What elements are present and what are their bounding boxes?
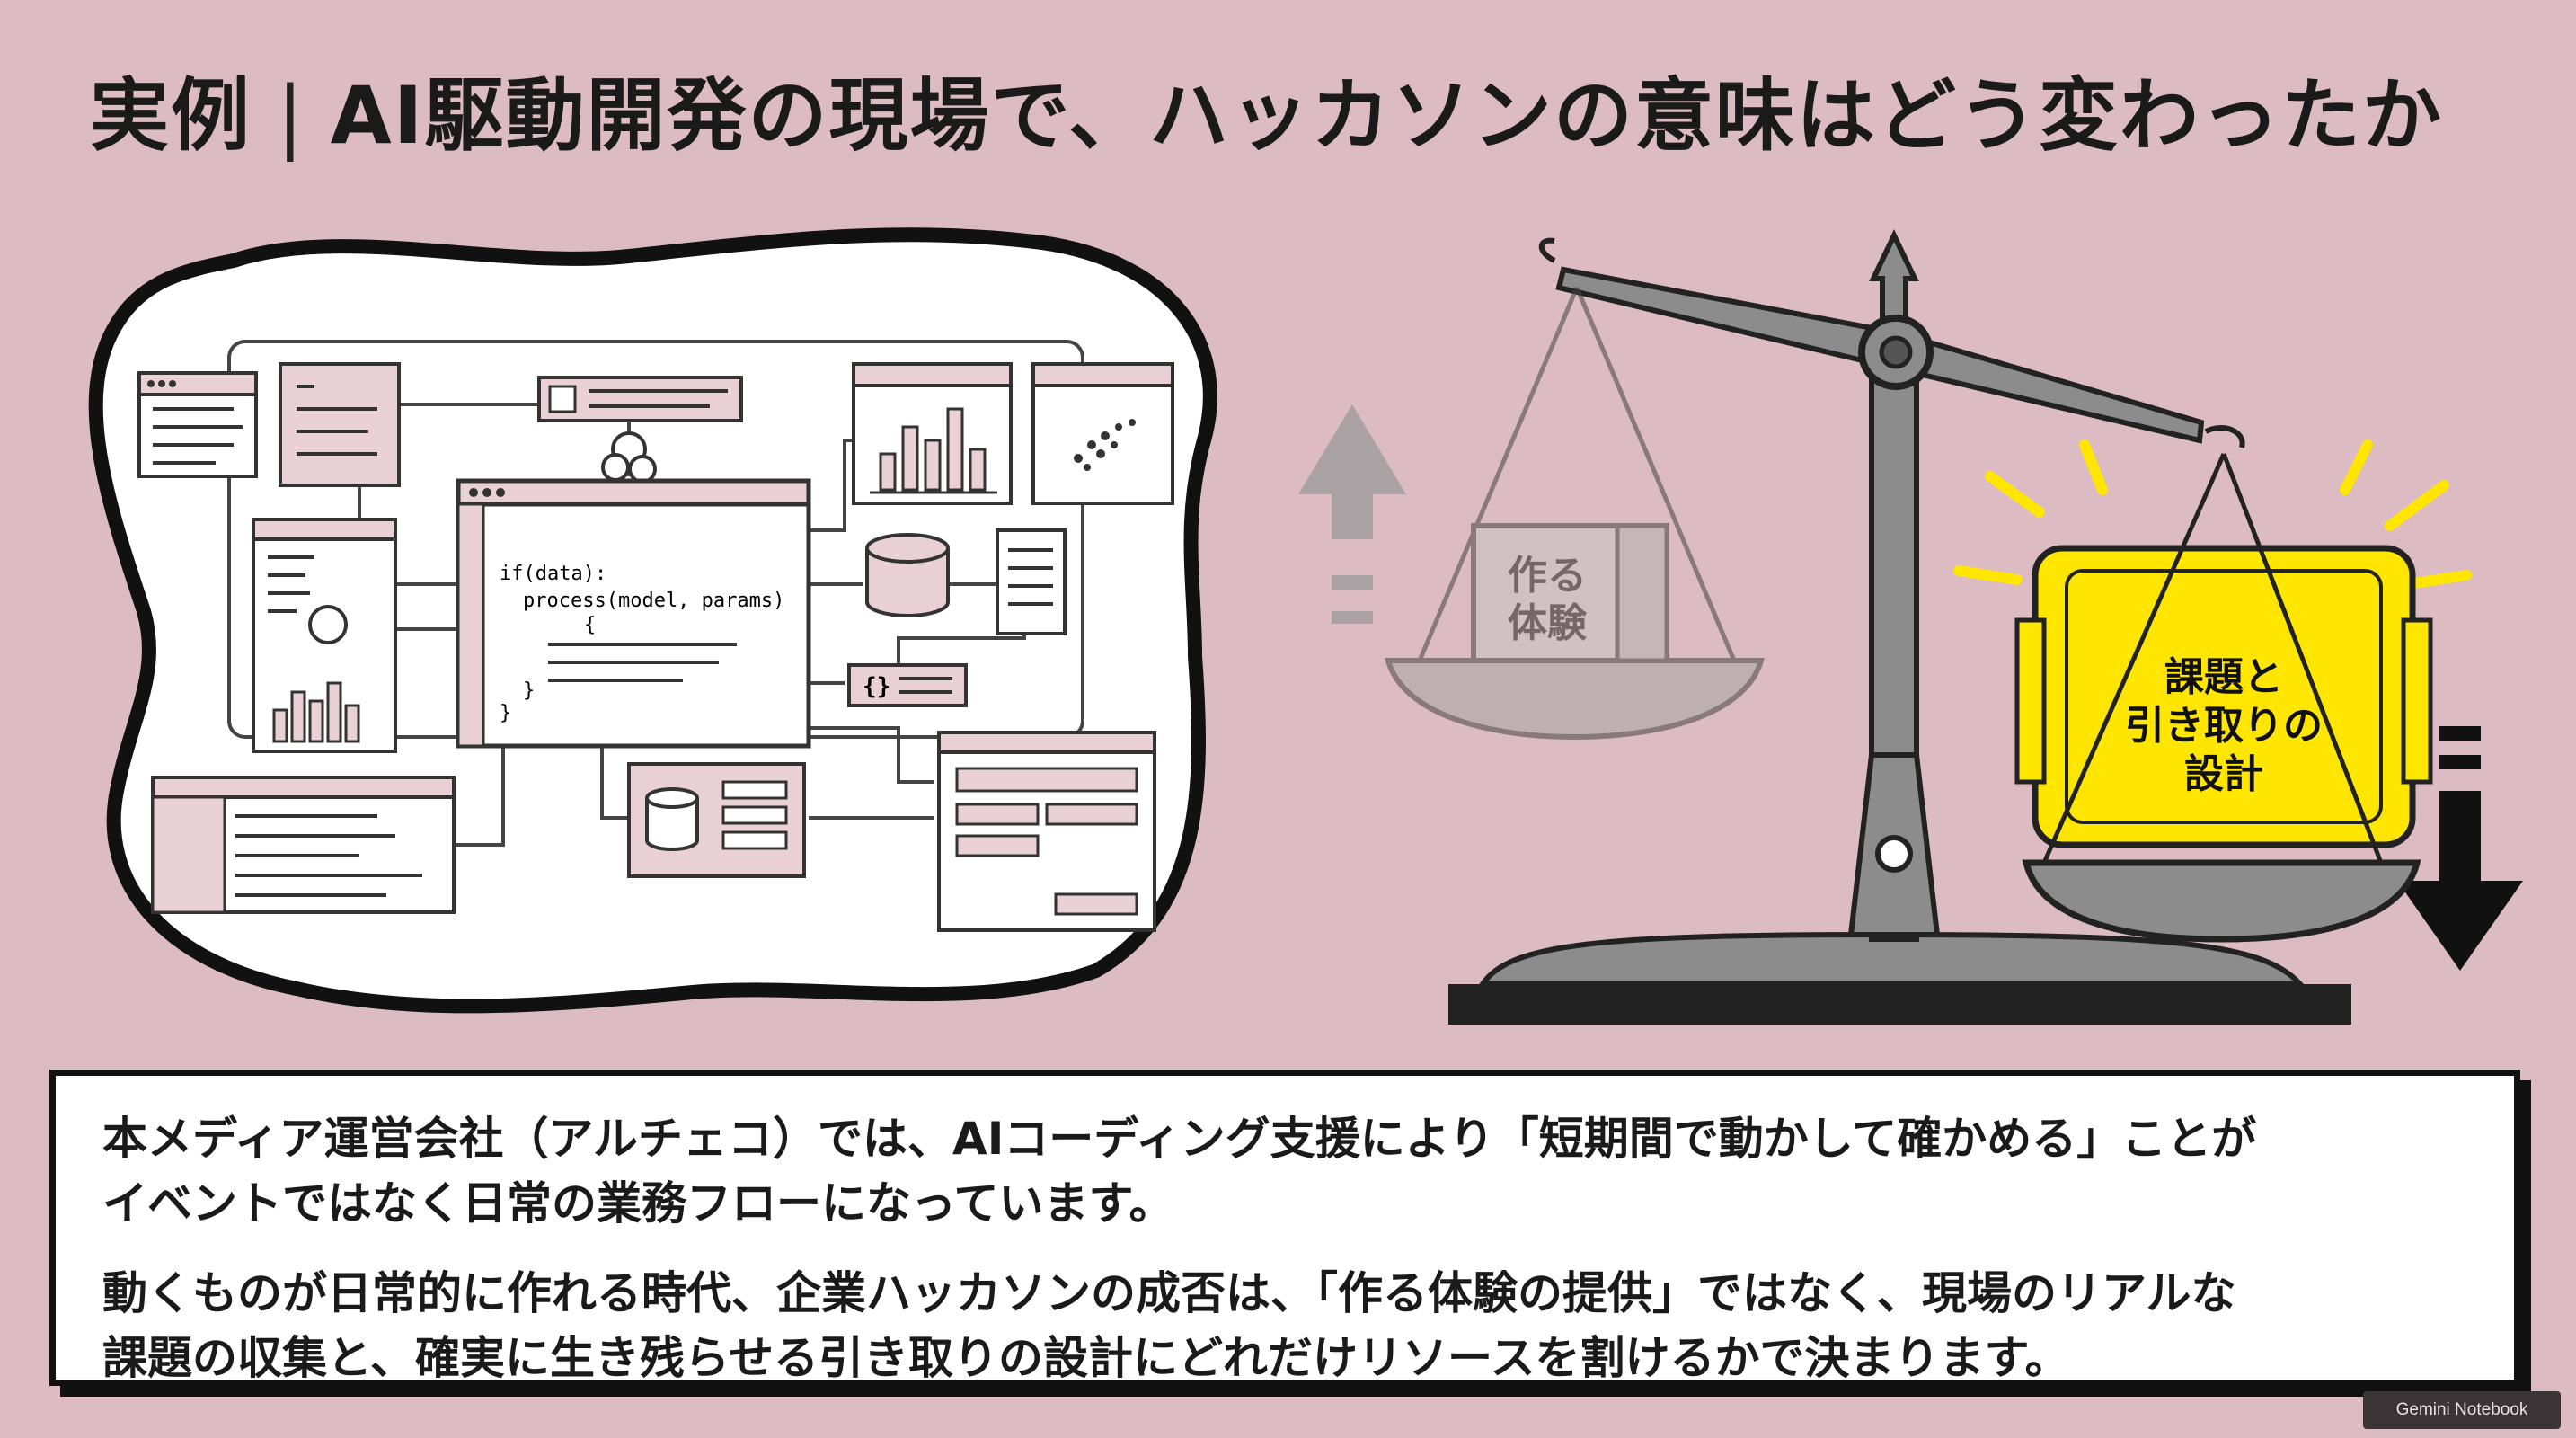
title-prefix: 実例 <box>90 69 252 162</box>
svg-text:{}: {} <box>863 673 890 700</box>
right-box-label-line2: 引き取りの <box>2125 703 2323 749</box>
database-icon <box>865 533 950 617</box>
brain-icon <box>601 431 657 484</box>
list-panel <box>996 528 1067 635</box>
log-window <box>151 776 456 914</box>
code-line-1: if(data): <box>500 563 606 585</box>
title-separator: | <box>277 69 305 162</box>
paragraph-2-line-1: 動くものが日常的に作れる時代、企業ハッカソンの成否は、「作る体験の提供」ではなく… <box>102 1267 2236 1319</box>
illustration: if(data): process(model, params) { } } {… <box>88 227 2523 1025</box>
gear-icon <box>308 605 348 644</box>
up-arrow-icon <box>1298 404 1406 624</box>
glow-rays <box>1953 439 2472 590</box>
down-arrow-icon <box>2397 726 2523 971</box>
paragraph-1-line-1: 本メディア運営会社（アルチェコ）では、AIコーディング支援により「短期間で動かし… <box>102 1113 2257 1165</box>
paragraph-2: 動くものが日常的に作れる時代、企業ハッカソンの成否は、「作る体験の提供」ではなく… <box>102 1261 2460 1390</box>
scatter-window <box>1031 362 1174 505</box>
watermark-label: Gemini Notebook <box>2395 1400 2528 1419</box>
paragraph-1: 本メディア運営会社（アルチェコ）では、AIコーディング支援により「短期間で動かし… <box>102 1106 2460 1236</box>
code-line-4: } <box>523 679 535 702</box>
code-line-5: } <box>500 702 511 724</box>
left-box-label-line1: 作る <box>1508 553 1587 599</box>
code-line-2: process(model, params) <box>523 590 784 612</box>
db-card <box>627 762 806 878</box>
command-bar <box>537 376 743 422</box>
right-box-label-line1: 課題と <box>2164 654 2283 700</box>
left-pan: 作る 体験 <box>1385 287 1765 741</box>
right-pan: 課題と 引き取りの 設計 <box>2014 452 2433 943</box>
code-line-3: { <box>584 614 596 636</box>
page-title: 実例 | AI駆動開発の現場で、ハッカソンの意味はどう変わったか <box>90 52 2443 166</box>
json-chip: {} <box>847 663 968 707</box>
analytics-window <box>252 518 397 753</box>
form-window <box>937 731 1156 932</box>
right-box-label-line3: 設計 <box>2184 751 2263 797</box>
left-box-label-line2: 体験 <box>1508 600 1588 646</box>
window-top-left <box>137 371 258 478</box>
balance-scale: 作る 体験 課題と 引き取りの 設計 <box>1298 229 2523 1025</box>
watermark-badge: Gemini Notebook <box>2363 1391 2561 1429</box>
bar-chart-window <box>852 362 1013 505</box>
code-window: if(data): process(model, params) { } } <box>456 478 811 749</box>
description-box: 本メディア運営会社（アルチェコ）では、AIコーディング支援により「短期間で動かし… <box>49 1070 2520 1386</box>
scale-base <box>1448 984 2351 1025</box>
paragraph-1-line-2: イベントではなく日常の業務フローになっています。 <box>102 1177 1174 1229</box>
doc-card <box>279 362 401 487</box>
workflow-diagram: if(data): process(model, params) { } } {… <box>88 227 1217 1014</box>
paragraph-2-line-2: 課題の収集と、確実に生き残らせる引き取りの設計にどれだけリソースを割けるかで決ま… <box>102 1332 2070 1384</box>
title-main: AI駆動開発の現場で、ハッカソンの意味はどう変わったか <box>330 69 2444 162</box>
